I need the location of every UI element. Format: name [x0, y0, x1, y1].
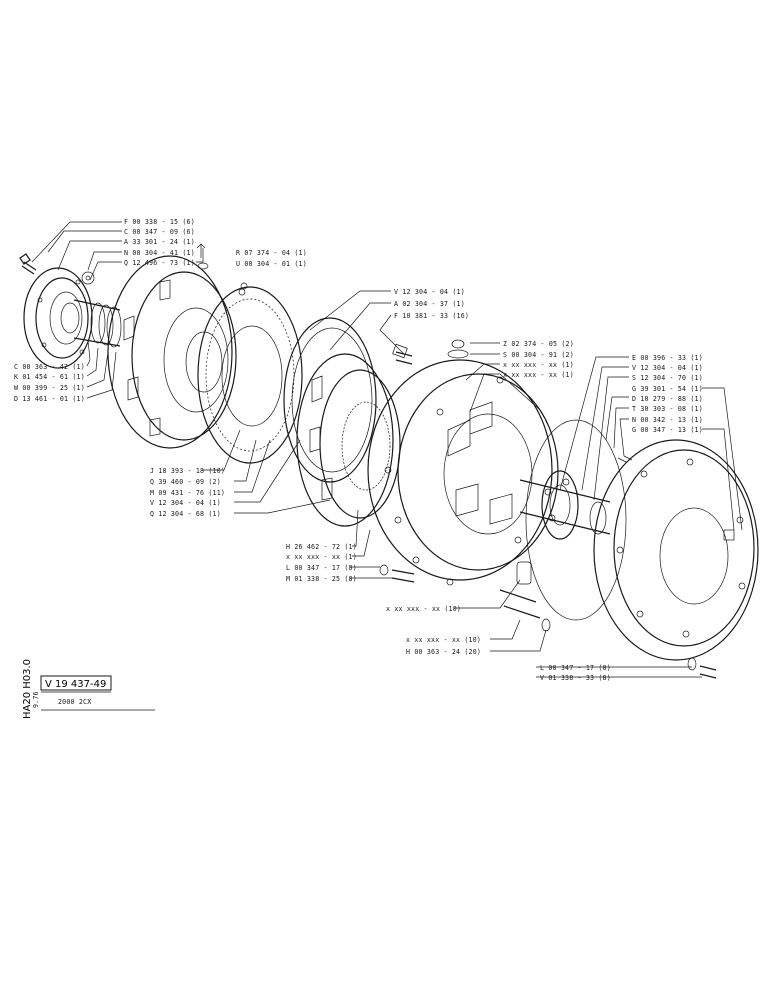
part-label: H 00 363 - 24 (20) — [406, 648, 481, 656]
large-ring — [525, 419, 627, 621]
part-label: D 13 461 - 01 (1) — [14, 395, 85, 403]
leader-lines — [31, 221, 743, 678]
rear-cover — [593, 439, 759, 661]
drawing-number: V 19 437-49 — [45, 679, 106, 690]
friction-disc — [197, 286, 303, 464]
part-label: L 00 347 - 17 (8) — [540, 664, 611, 672]
part-labels: F 00 338 - 15 (6) C 00 347 - 09 (6) A 33… — [14, 218, 703, 682]
part-label: E 00 396 - 33 (1) — [632, 354, 703, 362]
group-code: HA20 H03.0 — [22, 659, 33, 719]
part-label: W 00 399 - 25 (1) — [14, 384, 85, 392]
part-label: x xx xxx - xx (1) — [503, 371, 574, 379]
central-housing — [367, 359, 559, 586]
part-label: C 00 363 - 42 (1) — [14, 363, 85, 371]
title-rule — [41, 691, 155, 711]
drawing-number-box — [40, 675, 112, 691]
part-label: F 00 338 - 15 (6) — [124, 218, 195, 226]
part-label: G 00 347 - 13 (1) — [632, 426, 703, 434]
part-label: x xx xxx - xx (1) — [503, 361, 574, 369]
part-label: V 12 304 - 04 (1) — [632, 364, 703, 372]
part-label: N 00 342 - 13 (1) — [632, 416, 703, 424]
input-shaft — [73, 299, 122, 348]
model-name: 2000 2CX — [58, 698, 91, 706]
part-label: R 07 374 - 04 (1) — [236, 249, 307, 257]
part-label: x xx xxx - xx (10) — [406, 636, 481, 644]
part-drawings — [19, 243, 759, 679]
part-label: M 01 338 - 25 (8) — [286, 575, 357, 583]
part-label: H 26 462 - 72 (1) — [286, 543, 357, 551]
part-label: J 18 393 - 18 (10) — [150, 467, 225, 475]
part-label: x xx xxx - xx (1) — [286, 553, 357, 561]
part-label: K 01 454 - 61 (1) — [14, 373, 85, 381]
part-label: L 00 347 - 17 (8) — [286, 564, 357, 572]
title-block: HA20 H03.0 9.76 V 19 437-49 2000 2CX — [22, 659, 155, 719]
part-label: A 02 304 - 37 (1) — [394, 300, 465, 308]
small-hardware — [196, 243, 717, 679]
separator-ring — [283, 317, 377, 483]
output-shaft-bearing — [519, 470, 611, 540]
part-label: Q 12 496 - 73 (1) — [124, 259, 195, 267]
front-housing — [107, 255, 246, 449]
part-label: A 33 301 - 24 (1) — [124, 238, 195, 246]
part-label: T 30 303 - 08 (1) — [632, 405, 703, 413]
part-label: Z 02 374 - 05 (2) — [503, 340, 574, 348]
part-label: N 00 304 - 41 (1) — [124, 249, 195, 257]
part-label: D 10 279 - 88 (1) — [632, 395, 703, 403]
part-label: C 00 347 - 09 (6) — [124, 228, 195, 236]
part-label: Q 12 304 - 68 (1) — [150, 510, 221, 518]
part-label: V 12 304 - 04 (1) — [394, 288, 465, 296]
part-label: G 39 301 - 54 (1) — [632, 385, 703, 393]
left-end-cap — [19, 253, 95, 369]
part-label: V 01 338 - 33 (8) — [540, 674, 611, 682]
part-label: F 10 381 - 33 (16) — [394, 312, 469, 320]
sheet-date: 9.76 — [32, 691, 40, 708]
part-label: S 12 304 - 70 (1) — [632, 374, 703, 382]
part-label: U 00 304 - 01 (1) — [236, 260, 307, 268]
part-label: x xx xxx - xx (10) — [386, 605, 461, 613]
clutch-drum — [296, 343, 408, 527]
part-label: S 00 304 - 91 (2) — [503, 351, 574, 359]
part-label: M 09 431 - 76 (11) — [150, 489, 225, 497]
part-label: Q 39 460 - 09 (2) — [150, 478, 221, 486]
part-label: V 12 304 - 04 (1) — [150, 499, 221, 507]
